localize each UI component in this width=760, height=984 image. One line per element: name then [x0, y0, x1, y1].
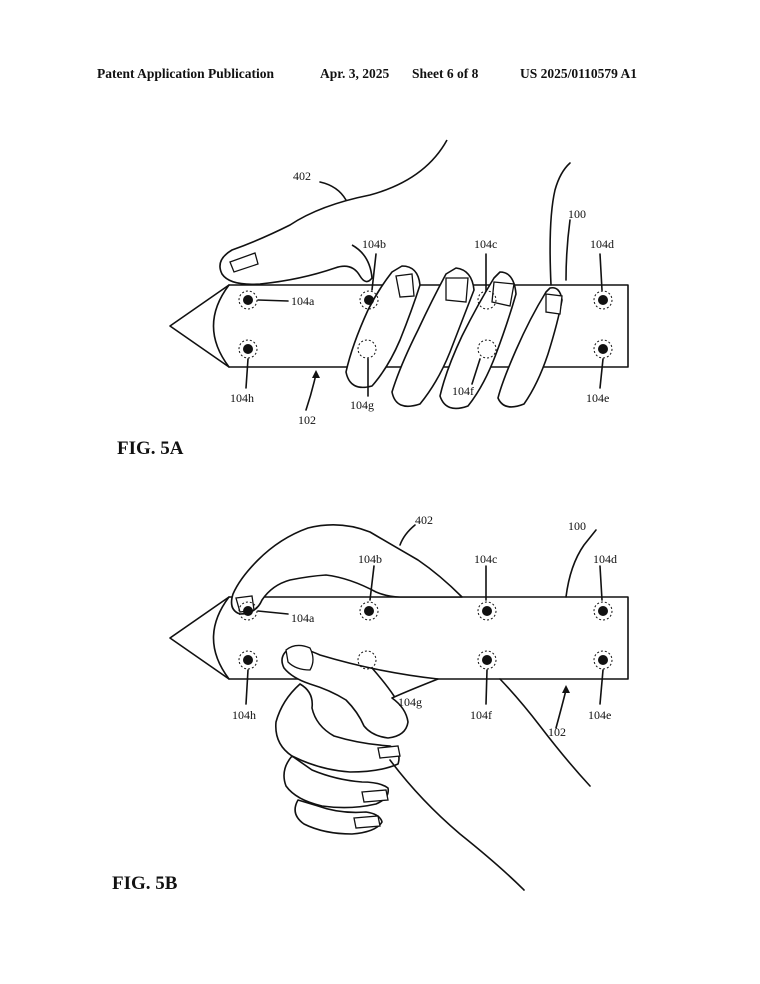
ref-104e: 104e	[588, 708, 611, 722]
publication-number: US 2025/0110579 A1	[520, 66, 638, 81]
finger-2-nail	[445, 277, 469, 303]
ref-104c: 104c	[474, 552, 497, 566]
figure-5b-label: FIG. 5B	[112, 873, 178, 894]
sensor-104h	[238, 650, 258, 670]
sensor-104g	[357, 339, 377, 359]
finger-2	[391, 267, 475, 408]
ref-402: 402	[415, 513, 433, 527]
ref-104c: 104c	[474, 237, 497, 251]
finger-3-nail	[353, 815, 381, 829]
arrowhead-102	[312, 370, 320, 378]
leader-104d	[599, 253, 603, 291]
ref-104b: 104b	[362, 237, 386, 251]
finger-2-nail	[361, 789, 389, 803]
sensor-104e	[593, 650, 613, 670]
ref-102: 102	[298, 413, 316, 427]
finger-4-nail	[545, 293, 563, 315]
sensor-104f	[477, 650, 497, 670]
device-lead-line	[549, 162, 571, 286]
ref-100: 100	[568, 519, 586, 533]
leader-104h	[245, 669, 249, 705]
ref-104d: 104d	[593, 552, 617, 566]
sensor-104b	[359, 601, 379, 621]
device-lead-line	[565, 529, 597, 598]
finger-1	[275, 683, 400, 773]
leader-102	[305, 373, 317, 411]
sensor-104d	[593, 290, 613, 310]
wrist-line-1	[499, 678, 591, 787]
ref-100: 100	[568, 207, 586, 221]
ref-104a: 104a	[291, 294, 315, 308]
leader-104f	[471, 358, 481, 385]
leader-402	[399, 524, 416, 546]
ref-104d: 104d	[590, 237, 614, 251]
ref-104h: 104h	[230, 391, 254, 405]
stylus-tip-line	[212, 596, 230, 680]
finger-1-nail	[395, 273, 415, 298]
ref-104e: 104e	[586, 391, 609, 405]
leader-104e	[599, 358, 604, 389]
figure-5a-label: FIG. 5A	[117, 438, 184, 459]
sensor-104b	[359, 290, 379, 310]
leader-100	[565, 219, 571, 281]
arrowhead-102	[562, 685, 570, 693]
leader-102	[555, 689, 567, 729]
leader-104g	[371, 667, 395, 697]
stylus-tip-line	[212, 284, 230, 368]
ref-104h: 104h	[232, 708, 256, 722]
leader-104a	[257, 610, 289, 615]
ref-102: 102	[548, 725, 566, 739]
leader-104a	[257, 299, 289, 302]
leader-402	[319, 181, 347, 201]
thumb-shape	[219, 139, 448, 286]
thumb-shape	[281, 646, 439, 739]
ref-104g: 104g	[350, 398, 374, 412]
figure-5b-drawing: 402 100 104a 104b 104c 104d 104e 104f 10…	[169, 513, 629, 891]
leader-104b	[369, 565, 375, 601]
leader-104f	[485, 669, 488, 705]
index-finger-shape	[230, 524, 463, 615]
ref-402: 402	[293, 169, 311, 183]
finger-3-nail	[491, 281, 515, 307]
sheet-number: Sheet 6 of 8	[412, 66, 479, 81]
leader-104b	[371, 253, 377, 291]
thumbnail	[285, 644, 314, 671]
figure-5a-drawing: 402 100 104a 104b 104c 104d 104e 104f 10…	[169, 139, 629, 427]
ref-104b: 104b	[358, 552, 382, 566]
publication-date: Apr. 3, 2025	[320, 66, 390, 81]
sensor-104e	[593, 339, 613, 359]
leader-104d	[599, 565, 603, 601]
sensor-104a	[238, 601, 258, 621]
sensor-104c	[477, 290, 497, 310]
sensor-104d	[593, 601, 613, 621]
leader-104e	[599, 669, 604, 705]
finger-1-nail	[377, 745, 401, 759]
publication-title: Patent Application Publication	[97, 66, 275, 81]
ref-104f: 104f	[470, 708, 492, 722]
sensor-104a	[238, 290, 258, 310]
wrist-line-2	[389, 759, 525, 891]
thumbnail	[229, 252, 259, 273]
ref-104a: 104a	[291, 611, 315, 625]
finger-3	[439, 271, 517, 410]
sensor-104h	[238, 339, 258, 359]
sensor-104g	[357, 650, 377, 670]
leader-104h	[245, 358, 249, 389]
sensor-104c	[477, 601, 497, 621]
ref-104g: 104g	[398, 695, 422, 709]
ref-104f: 104f	[452, 384, 474, 398]
sensor-104f	[477, 339, 497, 359]
